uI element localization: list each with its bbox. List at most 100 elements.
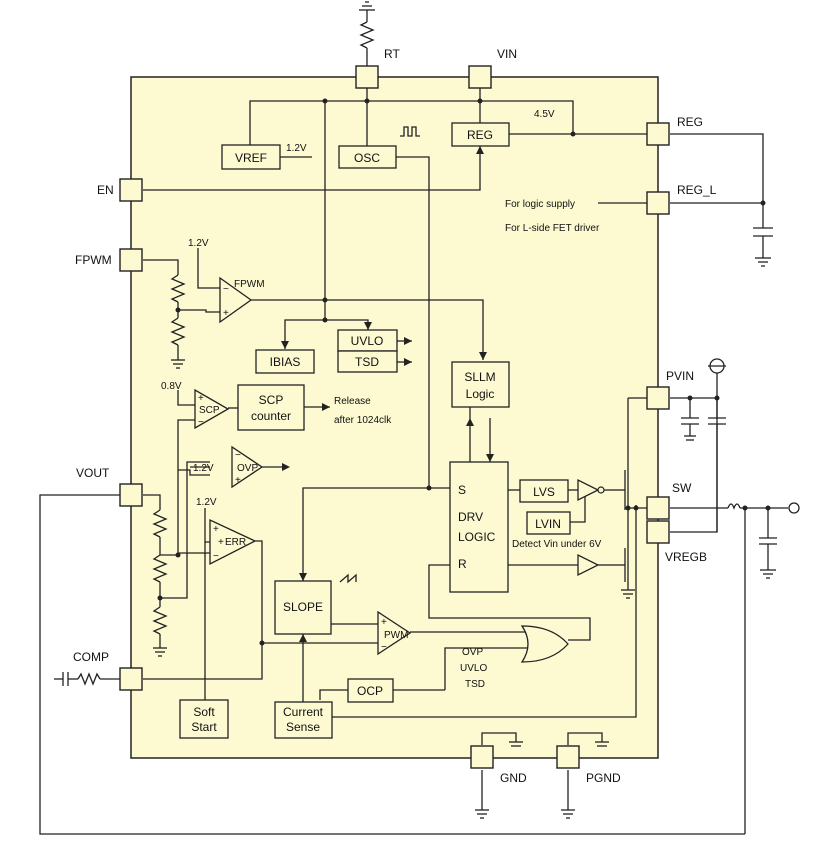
pin-label-gnd: GND [500, 771, 527, 785]
pin-label-vregb: VREGB [665, 550, 707, 564]
lvs-label: LVS [533, 485, 555, 499]
fpwm-plus: + [223, 308, 229, 319]
tsd-block [337, 350, 398, 373]
or-gate-icon [520, 625, 569, 663]
pwm-comparator-icon [377, 610, 412, 656]
soft-start-block [179, 699, 229, 739]
drv-s-label: S [458, 483, 466, 497]
scp-counter-label-1: SCP [259, 393, 284, 407]
or-uvlo-label: UVLO [460, 663, 487, 674]
scp-ref-label: 0.8V [161, 381, 182, 392]
pin-label-fpwm: FPWM [75, 253, 112, 267]
pin-label-pgnd: PGND [586, 771, 621, 785]
tsd-label: TSD [355, 355, 379, 369]
scp-comparator-icon [194, 388, 230, 430]
pin-sw [646, 496, 670, 520]
slope-block [274, 580, 332, 635]
err-amplifier-icon [209, 518, 257, 566]
pin-label-pvin: PVIN [666, 369, 694, 383]
or-ovp-label: OVP [462, 647, 483, 658]
release-label-1: Release [334, 396, 371, 407]
pin-rt [355, 65, 379, 89]
fpwm-comparator-icon [219, 276, 253, 324]
ibias-label: IBIAS [270, 355, 301, 369]
pwm-minus: − [381, 642, 387, 653]
err-amp-label: ERR [225, 537, 246, 548]
sllm-logic-label: Logic [466, 387, 495, 401]
pin-label-vout: VOUT [76, 466, 110, 480]
clock-waveform-icon [400, 126, 420, 137]
scp-counter-label-2: counter [251, 409, 291, 423]
lvs-block [519, 479, 569, 503]
err-ref-label: 1.2V [196, 497, 217, 508]
high-side-driver-icon [577, 478, 600, 502]
pin-comp [119, 667, 143, 691]
wires [39, 1, 788, 835]
drv-r-label: R [458, 557, 467, 571]
pin-vregb [646, 520, 670, 544]
pin-label-reg-l: REG_L [677, 183, 717, 197]
pwm-plus: + [381, 617, 387, 628]
junction-dots [157, 98, 771, 646]
or-tsd-label: TSD [465, 679, 485, 690]
ibias-block [255, 349, 315, 374]
current-sense-label-1: Current [283, 705, 324, 719]
lvin-label: LVIN [535, 517, 561, 531]
uvlo-label: UVLO [351, 334, 384, 348]
pin-label-vin: VIN [497, 47, 517, 61]
pin-label-rt: RT [384, 47, 400, 61]
vref-block [221, 144, 281, 170]
pin-label-sw: SW [672, 481, 692, 495]
vref-voltage-label: 1.2V [286, 143, 307, 154]
osc-label: OSC [354, 151, 380, 165]
pin-pgnd [556, 745, 580, 769]
fpwm-amp-label: FPWM [234, 279, 265, 290]
pin-pvin [646, 386, 670, 410]
fpwm-minus: − [223, 284, 229, 295]
detect-vin-label: Detect Vin under 6V [512, 539, 602, 550]
ovp-plus: + [235, 475, 241, 486]
ocp-label: OCP [357, 684, 383, 698]
pin-vout [119, 483, 143, 507]
release-label-2: after 1024clk [334, 415, 392, 426]
pwm-amp-label: PWM [384, 630, 408, 641]
scp-counter-block [237, 384, 305, 431]
pin-vin [468, 65, 492, 89]
ovp-comparator-icon [231, 445, 264, 489]
slope-label: SLOPE [283, 600, 323, 614]
ovp-minus: − [235, 450, 241, 461]
sllm-logic-block [451, 361, 510, 408]
scp-amp-label: SCP [199, 405, 220, 416]
osc-block [338, 145, 397, 169]
drv-logic-label: LOGIC [458, 530, 496, 544]
fpwm-ref-label: 1.2V [188, 238, 209, 249]
pin-reg-l [646, 191, 670, 215]
ovp-ref-label: 1.2V [193, 463, 214, 474]
pin-fpwm [119, 248, 143, 272]
pin-label-comp: COMP [73, 650, 109, 664]
for-logic-label: For logic supply [505, 199, 575, 210]
pin-label-reg: REG [677, 115, 703, 129]
sawtooth-waveform-icon [339, 573, 357, 584]
err-plus-2: + [218, 537, 224, 548]
ocp-block [347, 678, 394, 703]
for-lside-label: For L-side FET driver [505, 223, 600, 234]
low-side-driver-icon [577, 553, 600, 577]
lvin-block [526, 511, 571, 535]
soft-start-label-2: Start [191, 720, 217, 734]
vref-label: VREF [235, 151, 267, 165]
output-terminal-icon [788, 502, 800, 514]
reg-block [451, 122, 510, 147]
pin-gnd [470, 745, 494, 769]
scp-minus: − [198, 417, 204, 428]
current-sense-block [274, 701, 333, 739]
soft-start-label-1: Soft [193, 705, 215, 719]
scp-plus: + [198, 393, 204, 404]
ovp-amp-label: OVP [237, 463, 258, 474]
sllm-label: SLLM [464, 370, 495, 384]
err-minus: − [213, 551, 219, 562]
v45-label: 4.5V [534, 109, 555, 120]
pin-label-en: EN [97, 183, 114, 197]
err-plus-1: + [213, 524, 219, 535]
